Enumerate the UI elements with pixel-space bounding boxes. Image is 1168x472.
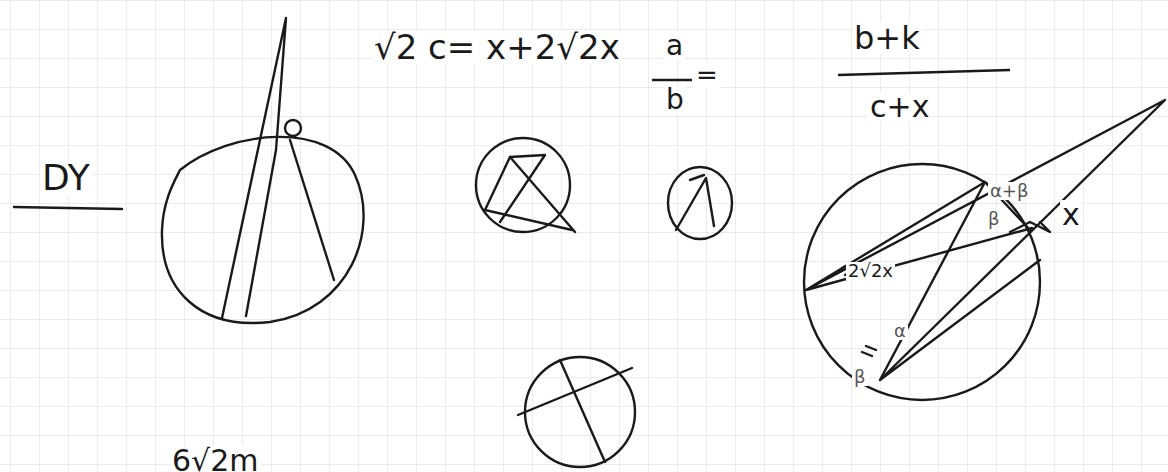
length-label: x bbox=[1060, 200, 1082, 230]
circle bbox=[668, 167, 732, 239]
chords bbox=[518, 360, 632, 462]
angle-label: α+β bbox=[988, 182, 1030, 200]
fraction-bar bbox=[652, 79, 692, 81]
triangle-sketch bbox=[222, 18, 286, 318]
fraction-denominator: b bbox=[664, 86, 686, 114]
length-label: 2√2x bbox=[846, 262, 895, 280]
equation: √2 c= x+2√2x bbox=[372, 30, 622, 64]
chord bbox=[290, 140, 334, 280]
fraction-bar bbox=[838, 70, 1010, 75]
heading-note: DY bbox=[40, 160, 92, 196]
angle-label: α bbox=[892, 322, 908, 340]
fraction-denominator: c+x bbox=[868, 92, 931, 122]
angle-label: β bbox=[986, 210, 1002, 228]
angle-mark bbox=[1010, 222, 1050, 232]
underline bbox=[14, 207, 122, 209]
secants bbox=[806, 100, 1165, 380]
fraction-numerator: b+k bbox=[852, 22, 922, 54]
equation: 6√2m bbox=[170, 446, 261, 472]
chords bbox=[485, 155, 575, 232]
chords bbox=[676, 175, 714, 230]
angle-label: β bbox=[852, 368, 868, 386]
fraction-numerator: a bbox=[664, 32, 685, 60]
equals-sign: = bbox=[694, 62, 720, 88]
angle-mark bbox=[285, 120, 301, 136]
